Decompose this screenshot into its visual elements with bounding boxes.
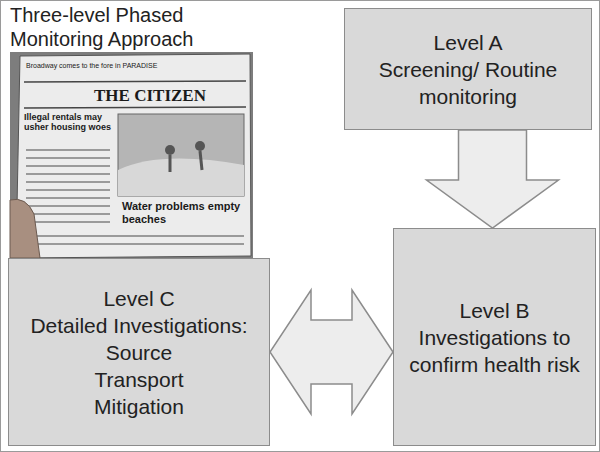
level-box: Level CDetailed Investigations:SourceTra… [8,258,270,446]
level-description: Detailed Investigations: [30,312,247,339]
newspaper-page [16,54,251,258]
figure [200,151,202,170]
block-arrow [427,130,559,228]
column-text [26,150,244,244]
news-photo [118,114,244,196]
level-box: Level AScreening/ Routine monitoring [344,8,592,130]
level-heading: Level A [434,29,503,56]
level-description: Screening/ Routine monitoring [355,56,581,110]
newspaper-text: THE CITIZEN [60,86,240,106]
level-heading: Level C [103,285,174,312]
block-arrow [270,290,393,414]
rule-line [24,81,246,82]
level-description: Source [106,339,173,366]
figure [169,155,172,172]
newspaper-text: Illegal rentals may usher housing woes [24,112,114,132]
photo-ground [10,52,253,258]
level-description: Investigations to confirm health risk [404,324,585,378]
level-heading: Level B [459,297,529,324]
rule-line [24,107,246,108]
hand [10,199,40,258]
figure [165,145,175,155]
level-description: Transport [94,366,183,393]
diagram-title: Three-level Phased Monitoring Approach [10,3,242,51]
newspaper-text: Water problems empty beaches [122,200,246,226]
level-box: Level BInvestigations to confirm health … [393,228,596,446]
newspaper-text: Broadway comes to the fore in PARADISE [26,62,246,70]
beach [118,159,244,196]
figure [195,141,205,151]
level-description: Mitigation [94,393,184,420]
